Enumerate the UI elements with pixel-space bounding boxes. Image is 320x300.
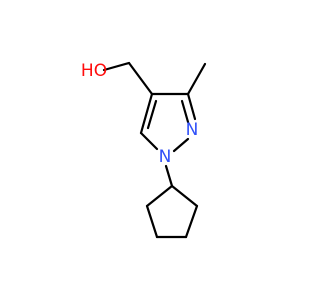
atom-label-n1: N xyxy=(159,147,172,167)
bond-cp-ring-2 xyxy=(184,204,199,239)
molecule-canvas: HO N N xyxy=(81,61,207,239)
bond-c5-c4 xyxy=(139,92,154,135)
bond-cp-ring-4 xyxy=(145,204,159,239)
bond-cp-ring-5 xyxy=(145,184,174,208)
bond-ch2-c4 xyxy=(127,61,154,96)
bond-cp-ring-1 xyxy=(170,184,199,208)
atom-label-n2: N xyxy=(186,120,199,140)
atom-label-hydroxyl: HO xyxy=(81,61,107,81)
molecule-structure: HO N N xyxy=(81,61,207,239)
bond-n2-n1 xyxy=(172,137,190,153)
bond-c3-n2-double xyxy=(180,99,190,124)
bond-n1-c5 xyxy=(139,131,159,151)
bond-n1-cyclopentyl xyxy=(164,164,174,188)
bonds xyxy=(102,61,207,239)
atom-labels: HO N N xyxy=(81,61,198,167)
bond-c5-c4-double xyxy=(146,99,158,130)
bond-c3-n2 xyxy=(186,92,197,121)
bond-c3-methyl xyxy=(186,62,207,96)
bond-oh-ch2 xyxy=(102,61,131,72)
